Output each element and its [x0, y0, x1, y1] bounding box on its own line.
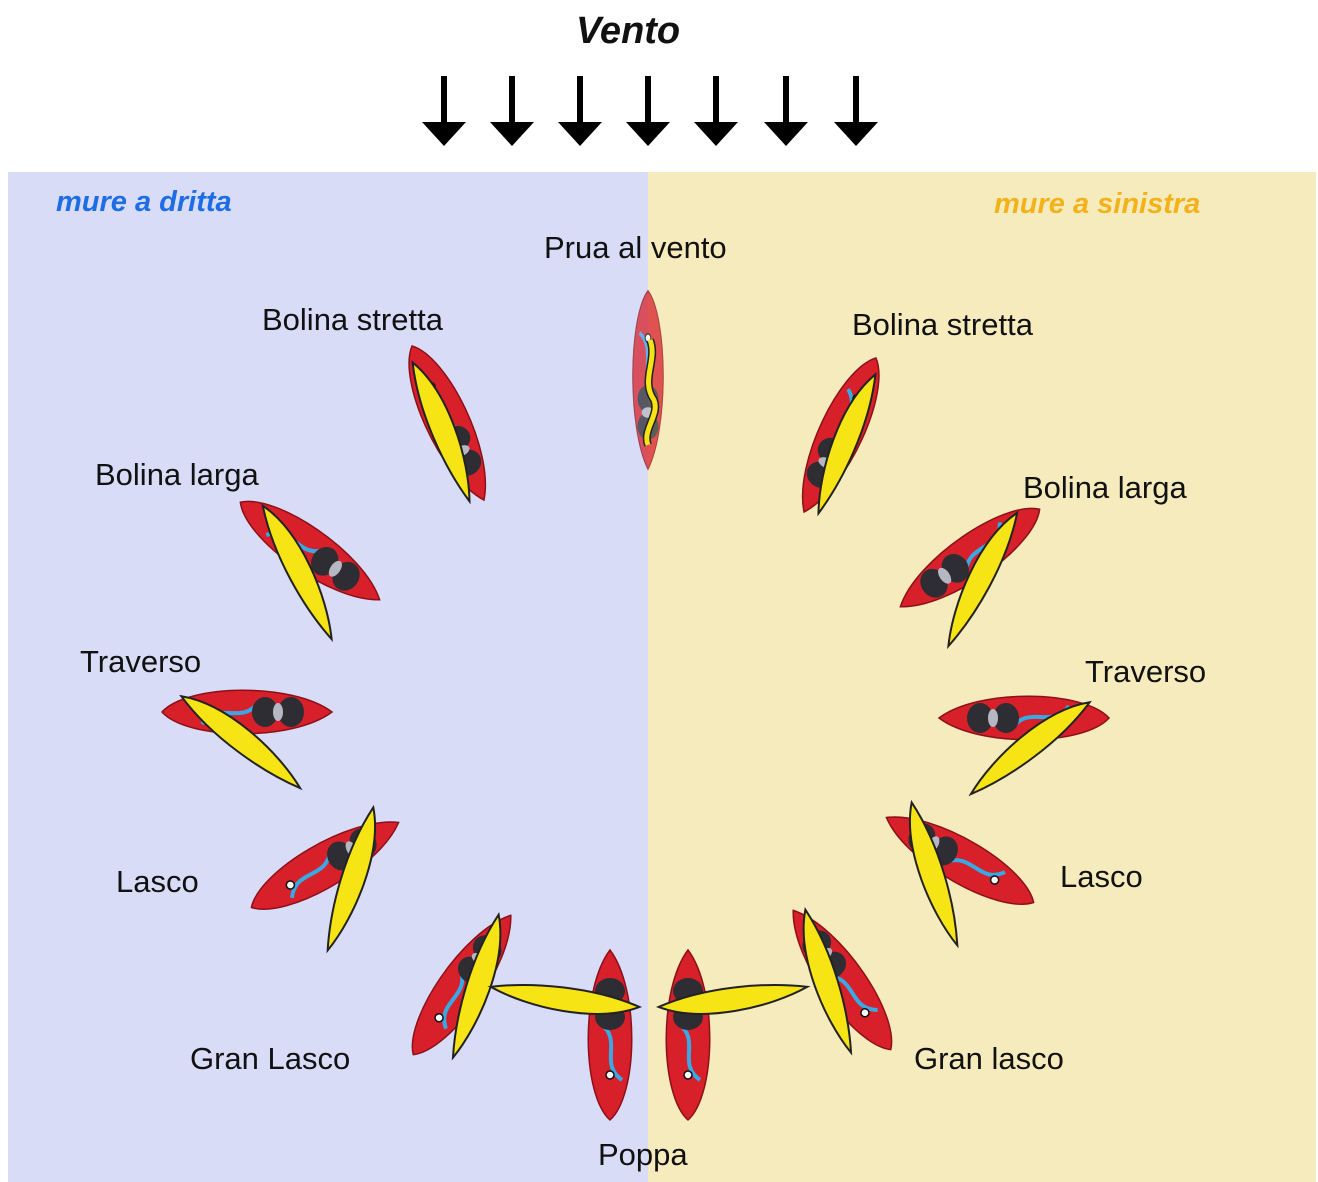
left-tack-label: mure a dritta [56, 186, 232, 218]
down-arrow-icon [490, 76, 534, 146]
label-poppa: Poppa [598, 1137, 688, 1172]
sail-icon [644, 339, 658, 446]
label-traverso-left: Traverso [80, 644, 202, 679]
label-traverso-right: Traverso [1085, 654, 1207, 689]
right-tack-panel [648, 172, 1316, 1182]
label-lasco-right: Lasco [1060, 859, 1143, 894]
wind-title: Vento [576, 10, 681, 52]
down-arrow-icon [764, 76, 808, 146]
down-arrow-icon [558, 76, 602, 146]
down-arrow-icon [422, 76, 466, 146]
label-bolina-larga-right: Bolina larga [1023, 470, 1187, 505]
board-prua-al-vento [633, 291, 663, 470]
label-lasco-left: Lasco [116, 864, 199, 899]
right-tack-label: mure a sinistra [994, 188, 1201, 220]
down-arrow-icon [834, 76, 878, 146]
label-prua-al-vento: Prua al vento [544, 230, 727, 265]
left-tack-panel [8, 172, 648, 1182]
label-bolina-larga-left: Bolina larga [95, 457, 259, 492]
label-gran-lasco-left: Gran Lasco [190, 1041, 351, 1076]
label-bolina-stretta-left: Bolina stretta [262, 302, 443, 337]
label-gran-lasco-right: Gran lasco [914, 1041, 1064, 1076]
label-bolina-stretta-right: Bolina stretta [852, 307, 1033, 342]
wind-arrows [422, 76, 878, 146]
down-arrow-icon [626, 76, 670, 146]
down-arrow-icon [694, 76, 738, 146]
